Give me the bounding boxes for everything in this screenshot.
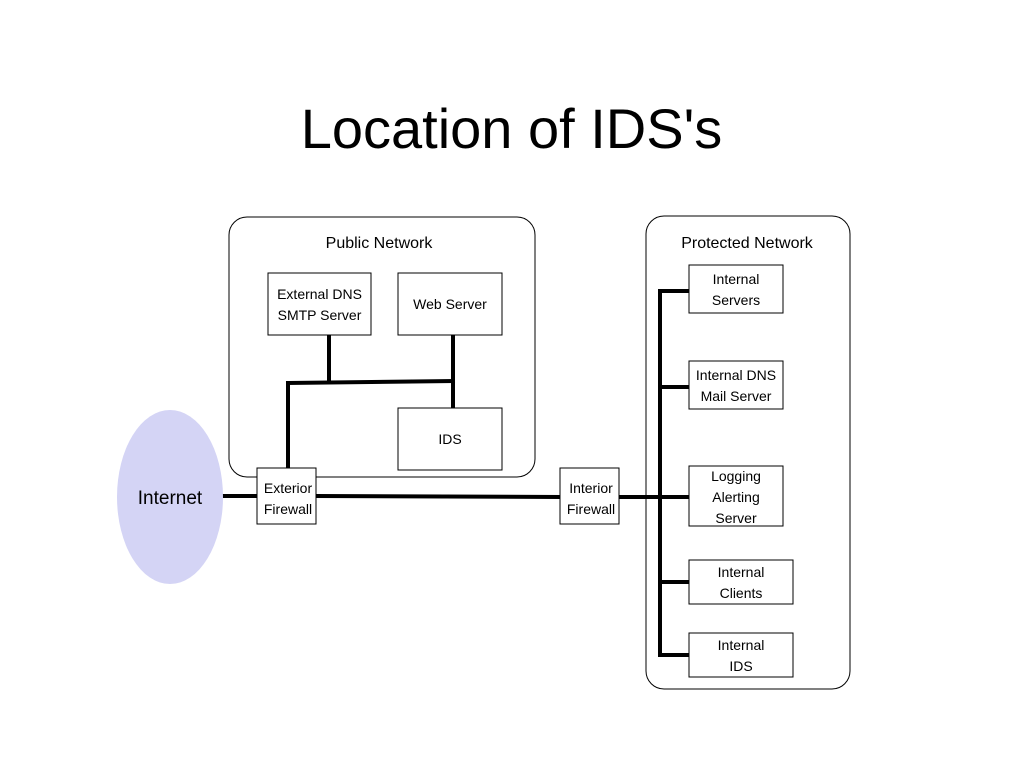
internal-ids-node: Internal IDS	[688, 632, 794, 678]
logging-line-2: Alerting	[712, 489, 759, 505]
web-server-node: Web Server	[397, 272, 503, 336]
logging-line-3: Server	[715, 510, 757, 526]
internal-clients-node: Internal Clients	[688, 559, 794, 605]
internal-dns-line-1: Internal DNS	[696, 367, 776, 383]
internal-servers-line-2: Servers	[712, 292, 760, 308]
internet-label: Internet	[138, 488, 203, 509]
ids-node: IDS	[397, 407, 503, 471]
internal-servers-node: Internal Servers	[688, 264, 784, 314]
internet-node	[117, 410, 223, 584]
internal-servers-line-1: Internal	[713, 271, 760, 287]
link-exterior-interior	[313, 493, 563, 500]
external-dns-line-2: SMTP Server	[278, 307, 362, 323]
network-links	[222, 289, 691, 657]
ids-line-1: IDS	[438, 431, 461, 447]
internal-dns-node: Internal DNS Mail Server	[688, 360, 784, 410]
internal-ids-line-1: Internal	[718, 637, 765, 653]
interior-firewall-line-1: Interior	[569, 480, 613, 496]
exterior-firewall-line-1: Exterior	[264, 480, 313, 496]
public-network-label: Public Network	[326, 235, 434, 252]
web-server-line-1: Web Server	[413, 296, 487, 312]
internal-clients-line-2: Clients	[720, 585, 763, 601]
link-public-bus	[285, 378, 456, 386]
page-title: Location of IDS's	[300, 97, 723, 160]
exterior-firewall-node: Exterior Firewall	[256, 467, 317, 525]
interior-firewall-node: Interior Firewall	[559, 467, 620, 525]
internal-ids-line-2: IDS	[729, 658, 752, 674]
internal-dns-line-2: Mail Server	[701, 388, 772, 404]
interior-firewall-line-2: Firewall	[567, 501, 615, 517]
exterior-firewall-line-2: Firewall	[264, 501, 312, 517]
logging-line-1: Logging	[711, 468, 761, 484]
external-dns-node: External DNS SMTP Server	[267, 272, 372, 336]
protected-network-label: Protected Network	[681, 235, 814, 252]
internal-clients-line-1: Internal	[718, 564, 765, 580]
logging-node: Logging Alerting Server	[688, 465, 784, 527]
external-dns-line-1: External DNS	[277, 286, 362, 302]
